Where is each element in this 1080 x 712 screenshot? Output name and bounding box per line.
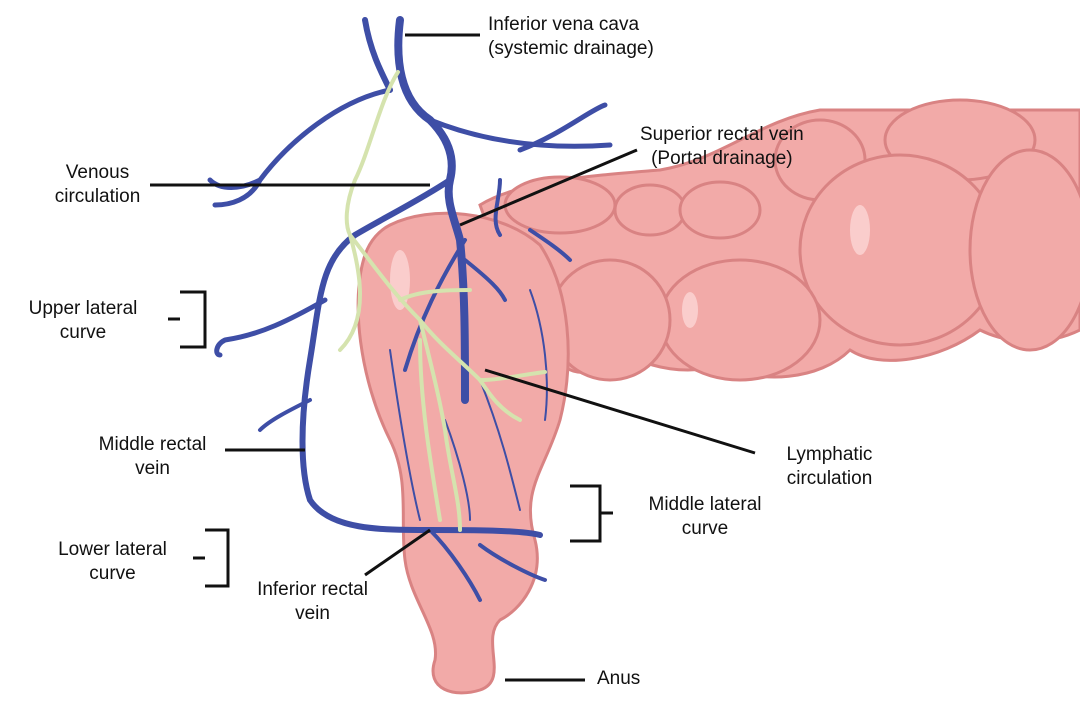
label-line: Lymphatic bbox=[786, 444, 873, 465]
label-line: curve bbox=[59, 322, 107, 343]
label-middle-lateral-curve: Middle lateral curve bbox=[635, 493, 775, 541]
label-line: Venous bbox=[65, 162, 130, 183]
label-superior-rectal-vein: Superior rectal vein (Portal drainage) bbox=[640, 123, 804, 171]
label-inferior-rectal-vein: Inferior rectal vein bbox=[240, 578, 385, 626]
label-lower-lateral-curve: Lower lateral curve bbox=[45, 538, 180, 586]
label-line: Middle rectal bbox=[98, 434, 207, 455]
label-middle-rectal-vein: Middle rectal vein bbox=[85, 433, 220, 481]
label-venous-circulation: Venous circulation bbox=[50, 161, 145, 209]
label-line: Lower lateral bbox=[58, 539, 167, 560]
label-line: vein bbox=[295, 603, 330, 624]
label-line: vein bbox=[135, 458, 170, 479]
label-anus: Anus bbox=[597, 668, 641, 689]
label-line: Inferior vena cava bbox=[488, 14, 640, 35]
label-line: Superior rectal vein bbox=[640, 124, 804, 145]
label-line: Inferior rectal bbox=[257, 579, 368, 600]
label-upper-lateral-curve: Upper lateral curve bbox=[18, 297, 148, 345]
veins bbox=[207, 16, 613, 602]
label-line: Upper lateral bbox=[28, 298, 138, 319]
label-inferior-vena-cava: Inferior vena cava (systemic drainage) bbox=[488, 13, 654, 61]
label-lymphatic-circulation: Lymphatic circulation bbox=[762, 443, 897, 491]
label-line: circulation bbox=[786, 468, 873, 489]
label-line: curve bbox=[681, 518, 729, 539]
label-line: Middle lateral bbox=[648, 494, 762, 515]
lymphatics bbox=[338, 70, 547, 532]
colon bbox=[478, 98, 1080, 382]
label-line: circulation bbox=[54, 186, 141, 207]
label-line: (Portal drainage) bbox=[651, 148, 793, 169]
label-line: (systemic drainage) bbox=[488, 38, 654, 59]
label-line: curve bbox=[89, 563, 136, 584]
rectum bbox=[356, 211, 570, 695]
leader-lines bbox=[150, 33, 756, 682]
